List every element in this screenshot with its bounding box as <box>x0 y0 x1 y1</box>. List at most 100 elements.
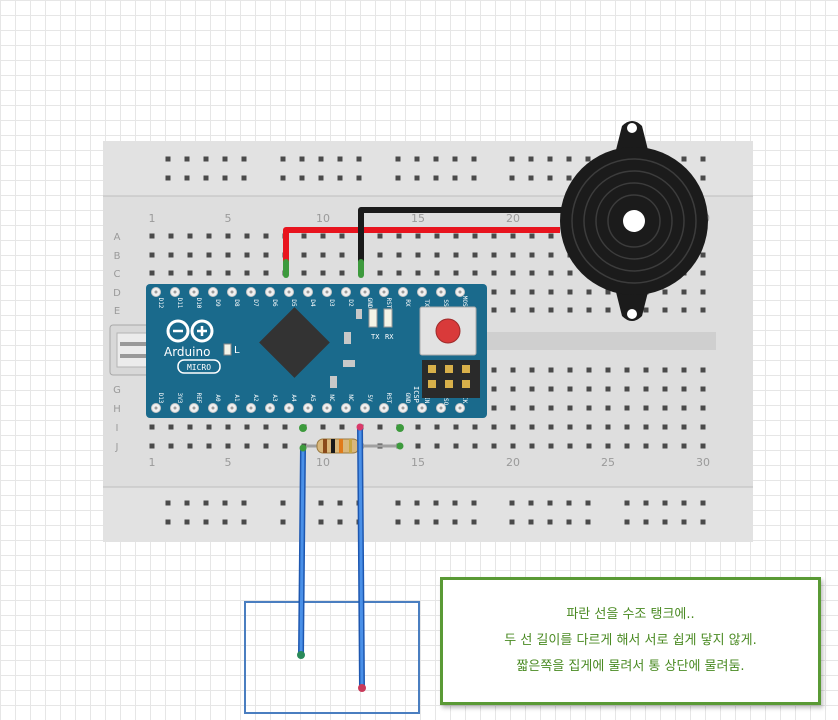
rail-hole <box>566 500 572 506</box>
breadboard-hole <box>605 386 611 392</box>
pin-label: A2 <box>252 394 259 402</box>
breadboard-hole <box>681 367 687 373</box>
breadboard-hole <box>548 405 554 411</box>
pin-label: GND <box>366 298 373 309</box>
rail-hole <box>241 519 247 525</box>
rail-hole <box>222 519 228 525</box>
breadboard-hole <box>605 367 611 373</box>
breadboard-hole <box>662 367 668 373</box>
breadboard-hole <box>491 443 497 449</box>
rail-hole <box>280 175 286 181</box>
pin-label: D2 <box>347 299 354 307</box>
breadboard-hole <box>510 307 516 313</box>
breadboard-hole <box>453 443 459 449</box>
breadboard-hole <box>244 270 250 276</box>
breadboard-hole <box>681 386 687 392</box>
rail-hole <box>566 156 572 162</box>
row-letter: E <box>114 306 120 317</box>
breadboard-hole <box>681 424 687 430</box>
pin-label: MISO <box>442 391 449 406</box>
breadboard-hole <box>434 270 440 276</box>
breadboard-hole <box>263 270 269 276</box>
breadboard-hole <box>548 270 554 276</box>
breadboard-hole <box>263 443 269 449</box>
annotation-note: 파란 선을 수조 탱크에.. 두 선 길이를 다르게 해서 서로 쉽게 닿지 않… <box>440 577 821 705</box>
probe-wires <box>297 423 366 692</box>
breadboard-hole <box>548 307 554 313</box>
red-wire <box>283 227 560 270</box>
breadboard-hole <box>453 252 459 258</box>
breadboard-hole <box>263 252 269 258</box>
rail-hole <box>509 519 515 525</box>
breadboard-hole <box>700 386 706 392</box>
breadboard-hole <box>643 424 649 430</box>
rail-hole <box>280 156 286 162</box>
breadboard-hole <box>510 443 516 449</box>
rail-hole <box>643 500 649 506</box>
breadboard-hole <box>320 252 326 258</box>
rail-hole <box>509 175 515 181</box>
pin-label: 5V <box>366 394 373 402</box>
breadboard-hole <box>567 307 573 313</box>
rail-hole <box>299 156 305 162</box>
rail-hole <box>700 175 706 181</box>
rail-hole <box>547 519 553 525</box>
rail-hole <box>395 519 401 525</box>
column-number: 10 <box>316 456 330 469</box>
breadboard-hole <box>700 424 706 430</box>
rail-hole <box>165 519 171 525</box>
note-line-3: 짧은쪽을 집게에 물려서 통 상단에 물려둠. <box>516 659 745 674</box>
rail-hole <box>395 500 401 506</box>
breadboard-hole <box>567 289 573 295</box>
breadboard-hole <box>510 252 516 258</box>
icsp-pin <box>428 380 436 388</box>
pin-label: RX <box>404 299 411 307</box>
breadboard-hole <box>472 270 478 276</box>
breadboard-hole <box>662 405 668 411</box>
breadboard-hole <box>168 233 174 239</box>
breadboard-hole <box>206 443 212 449</box>
icsp-pin <box>428 365 436 373</box>
breadboard-hole <box>510 289 516 295</box>
breadboard-hole <box>472 252 478 258</box>
rail-hole <box>471 175 477 181</box>
icsp-pin <box>445 380 453 388</box>
breadboard-hole <box>149 270 155 276</box>
rail-hole <box>318 156 324 162</box>
wires <box>283 207 570 278</box>
pin-label: D5 <box>290 299 297 307</box>
breadboard-hole <box>301 270 307 276</box>
breadboard-hole <box>168 443 174 449</box>
breadboard-hole <box>510 386 516 392</box>
rail-hole <box>356 175 362 181</box>
breadboard-hole <box>567 405 573 411</box>
breadboard-hole <box>491 233 497 239</box>
rail-hole <box>471 500 477 506</box>
breadboard-hole <box>225 270 231 276</box>
breadboard-hole <box>662 424 668 430</box>
rail-hole <box>337 175 343 181</box>
breadboard-hole <box>700 443 706 449</box>
breadboard-hole <box>206 424 212 430</box>
pin-label: A1 <box>233 394 240 402</box>
rail-hole <box>509 500 515 506</box>
pin-label: MOSI <box>461 296 468 311</box>
reset-button[interactable] <box>435 318 461 344</box>
rail-hole <box>414 156 420 162</box>
breadboard-hole <box>339 233 345 239</box>
rail-hole <box>566 175 572 181</box>
rail-hole <box>452 500 458 506</box>
breadboard-hole <box>472 443 478 449</box>
rail-hole <box>528 156 534 162</box>
breadboard-hole <box>377 252 383 258</box>
breadboard-hole <box>643 443 649 449</box>
rail-hole <box>433 156 439 162</box>
breadboard-hole <box>586 405 592 411</box>
rail-hole <box>509 156 515 162</box>
rail-hole <box>203 175 209 181</box>
pin-label: SCK <box>461 393 468 404</box>
breadboard-hole <box>168 270 174 276</box>
breadboard-hole <box>472 233 478 239</box>
column-number: 5 <box>225 212 232 225</box>
column-number: 15 <box>411 456 425 469</box>
